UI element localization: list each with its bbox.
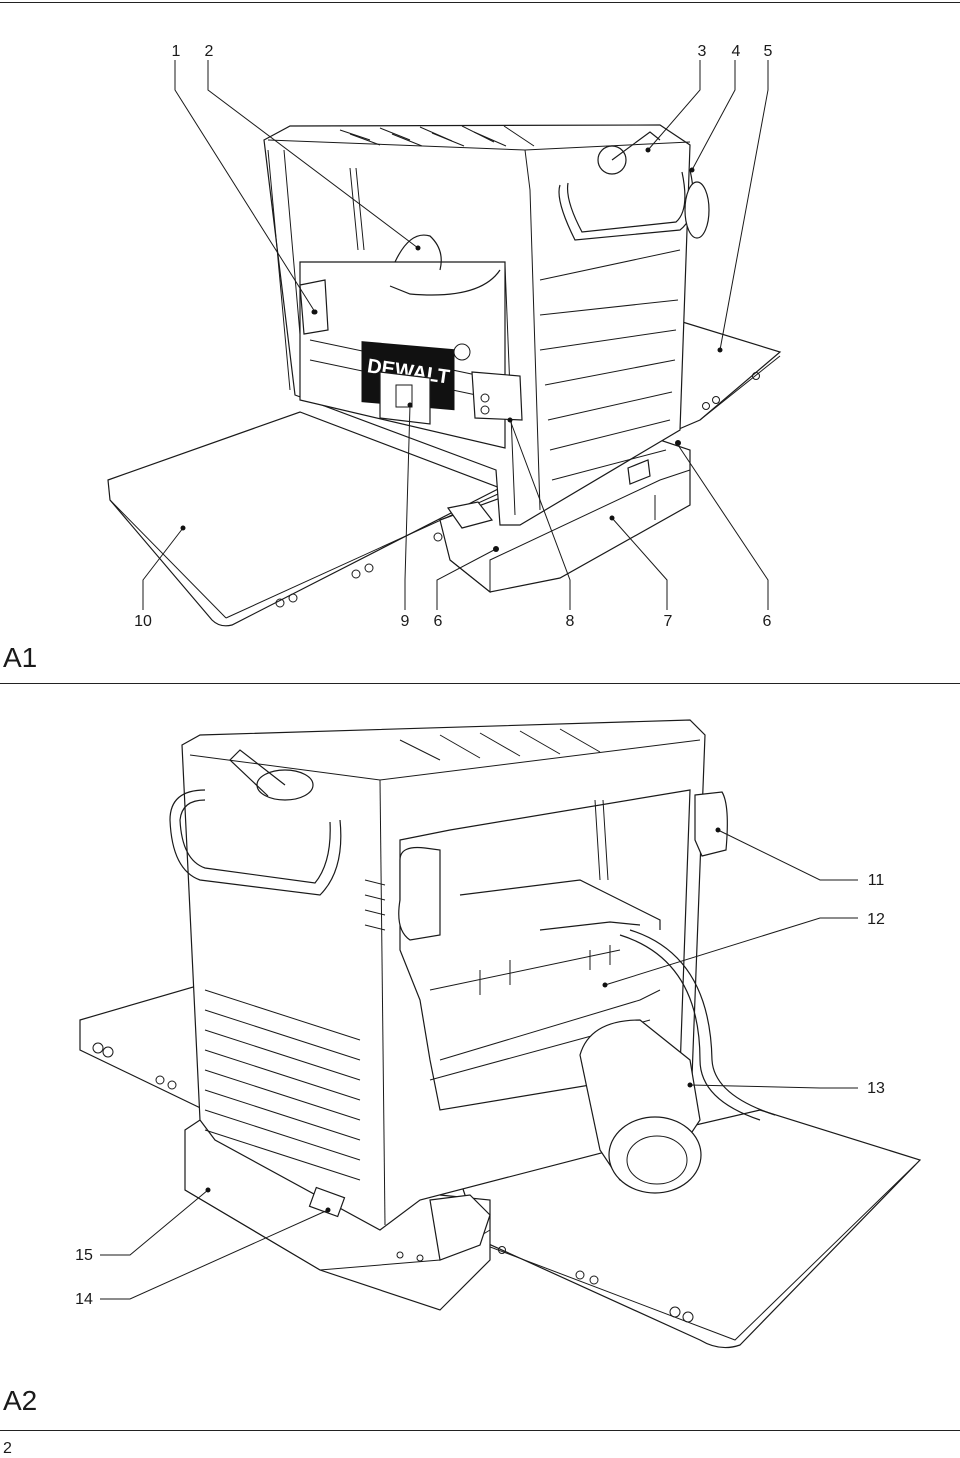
callout-6-left: 6 <box>433 613 443 630</box>
callout-7: 7 <box>663 613 673 630</box>
figure-label-a2: A2 <box>3 1385 38 1416</box>
figure-label-a1: A1 <box>3 642 38 673</box>
callout-1: 1 <box>171 43 181 60</box>
bottom-rule <box>0 1430 960 1431</box>
callout-8: 8 <box>565 613 575 630</box>
a1-planer-drawing: DEWALT <box>107 60 782 627</box>
top-rule <box>0 2 960 3</box>
callout-9: 9 <box>400 613 410 630</box>
callout-3: 3 <box>697 43 707 60</box>
callout-13: 13 <box>867 1080 885 1097</box>
page-number: 2 <box>3 1440 12 1457</box>
callout-10: 10 <box>134 613 152 630</box>
callout-15: 15 <box>75 1247 93 1264</box>
callout-11: 11 <box>867 872 885 889</box>
callout-4: 4 <box>731 43 741 60</box>
divider-rule <box>0 683 960 684</box>
callout-5: 5 <box>763 43 773 60</box>
callout-2: 2 <box>204 43 214 60</box>
callout-14: 14 <box>75 1291 93 1308</box>
callout-12: 12 <box>867 911 885 928</box>
callout-6-right: 6 <box>762 613 772 630</box>
a2-planer-drawing <box>79 719 922 1349</box>
